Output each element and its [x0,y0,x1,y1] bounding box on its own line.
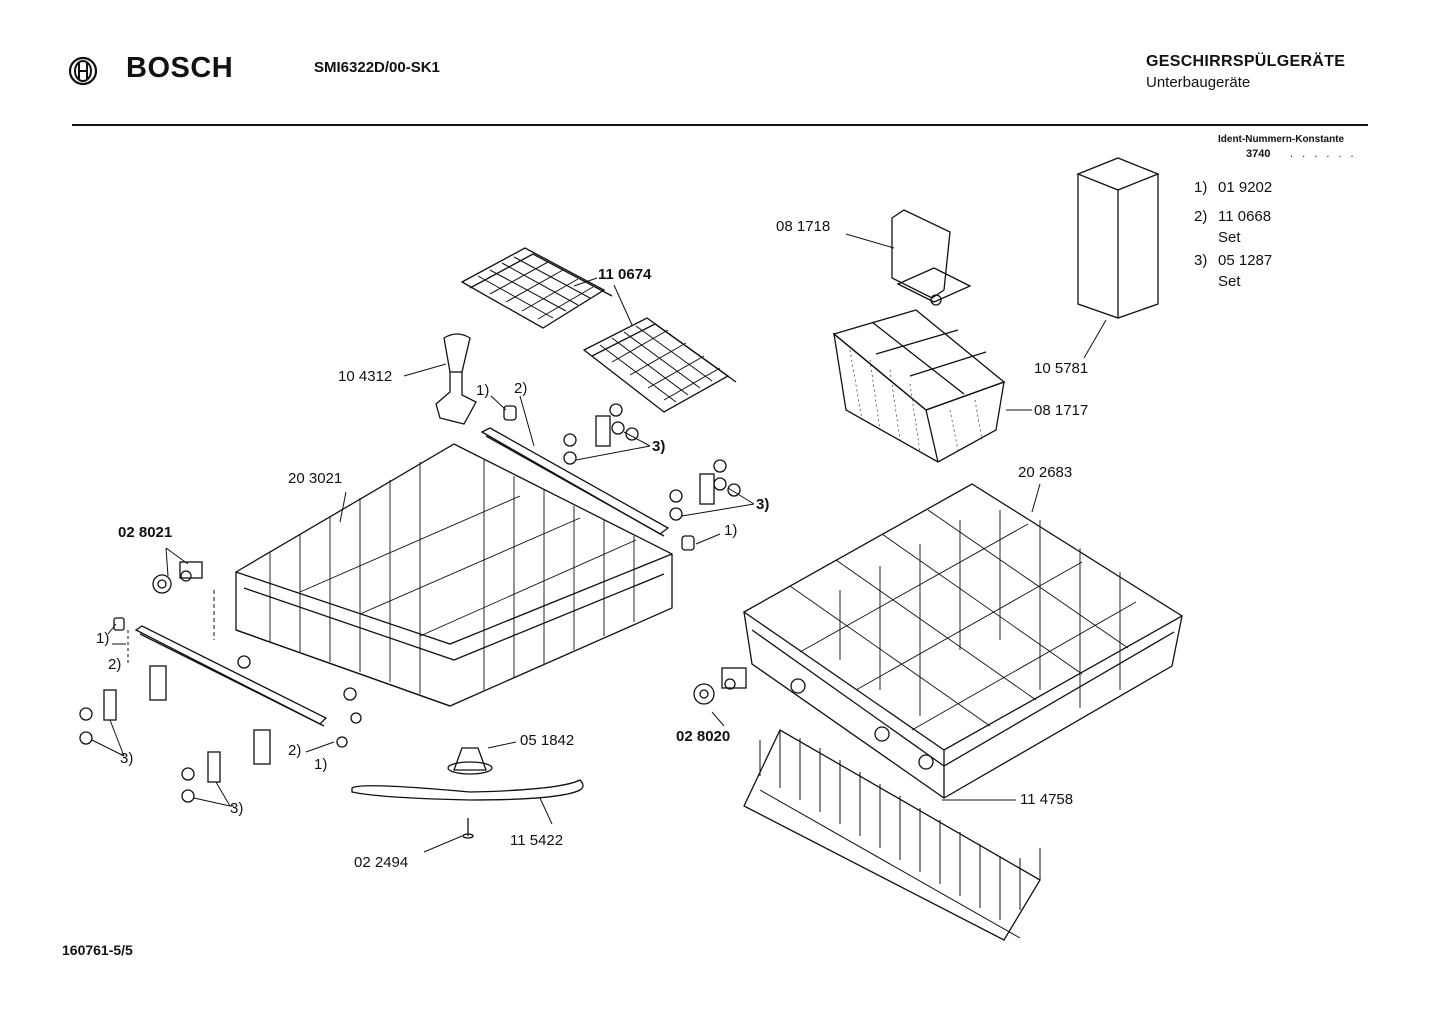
screw [423,818,474,853]
label-part-028020: 02 8020 [676,728,731,745]
ref-1-lower: 1) [314,756,328,773]
ref-3-bracket-c: 3) [120,750,134,767]
cutlery-shelf-lower [582,317,737,413]
basket-handle [845,209,972,306]
ident-title: Ident-Nummern-Konstante [1218,134,1345,145]
header-divider [72,124,1368,126]
footnote-value-1: 01 9202 [1218,179,1273,196]
wheel-assembly-right [693,667,747,727]
bracket-set-d [181,729,271,807]
ref-3-bracket-d: 3) [230,800,244,817]
ident-prefix: 3740 [1246,148,1271,160]
wheel-assembly-left [152,547,215,640]
spray-arm [351,779,584,825]
ref-2-shelf: 2) [514,380,528,397]
spray-arm-hub [447,741,517,775]
ref-1-clip: 1) [724,522,738,539]
label-part-081717: 08 1717 [1034,402,1089,419]
tall-insert [1076,157,1160,359]
top-rail [480,427,670,537]
label-part-114758: 11 4758 [1020,791,1074,808]
model-number: SMI6322D/00-SK1 [314,59,440,76]
bracket-set-b [669,459,755,521]
left-rail [134,625,328,727]
footnote-key-1: 1) [1194,179,1208,196]
cutlery-basket [832,309,1032,463]
label-part-105781: 10 5781 [1034,360,1089,377]
document-code: 160761-5/5 [62,942,133,958]
label-part-051842: 05 1842 [520,732,575,749]
footnote-key-3: 3) [1194,252,1208,269]
label-part-028021: 02 8021 [118,524,173,541]
ref-2-left: 2) [108,656,122,673]
footnote-value-2: 11 0668 [1218,208,1272,225]
ref-3-bracket-a: 3) [652,438,666,455]
category-title: GESCHIRRSPÜLGERÄTE [1146,53,1346,70]
bosch-logo-icon [68,56,98,86]
lower-basket [742,483,1184,799]
bracket-set-c [79,665,167,757]
footnote-value-3: 05 1287 [1218,252,1273,269]
label-part-022494: 02 2494 [354,854,409,871]
label-part-110674: 11 0674 [598,266,652,283]
label-part-104312: 10 4312 [338,368,393,385]
ref-1-left: 1) [96,630,110,647]
plate-rack-insert [743,729,1041,941]
ref-2-lower: 2) [288,742,302,759]
footnote-note-2: Set [1218,229,1241,246]
ref-3-bracket-b: 3) [756,496,770,513]
label-part-202683: 20 2683 [1018,464,1073,481]
handle-part [435,333,477,425]
label-part-081718: 08 1718 [776,218,831,235]
ident-dots: . . . . . . [1290,148,1357,160]
label-part-115422: 11 5422 [510,832,564,849]
bracket-set-a [563,403,651,465]
brand-name: BOSCH [126,52,234,84]
category-subtitle: Unterbaugeräte [1146,74,1251,91]
footnote-key-2: 2) [1194,208,1208,225]
ref-1-shelf: 1) [476,382,490,399]
cutlery-shelf-upper [460,247,613,329]
upper-basket [235,443,673,707]
footnote-note-3: Set [1218,273,1241,290]
label-part-203021: 20 3021 [288,470,343,487]
